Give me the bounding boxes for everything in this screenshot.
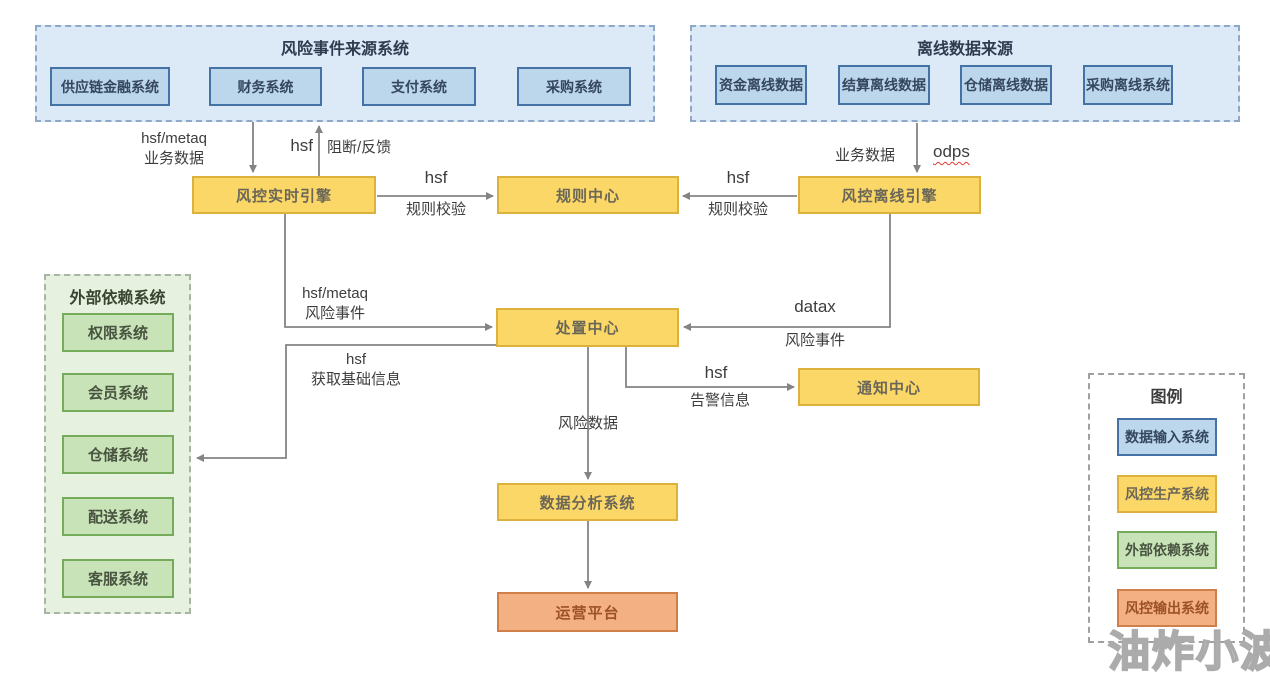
node-supply-chain-finance-system: 供应链金融系统 <box>50 67 170 106</box>
label-block-proto: hsf <box>290 136 313 155</box>
node-procurement-offline-system: 采购离线系统 <box>1083 65 1173 105</box>
watermark: 油炸小波 <box>1107 627 1270 674</box>
legend-item-external-dependency: 外部依赖系统 <box>1117 531 1217 569</box>
label-realtime-input-proto: hsf/metaq <box>141 130 207 147</box>
node-settlement-offline-data: 结算离线数据 <box>838 65 930 105</box>
label-disposal-notify-proto: hsf <box>704 363 728 382</box>
label-rt-disposal-proto: hsf/metaq <box>302 285 368 302</box>
legend-title: 图例 <box>1150 389 1183 406</box>
label-rt-disposal: hsf/metaq 风险事件 <box>283 284 387 324</box>
legend-panel: 图例 数据输入系统 风控生产系统 外部依赖系统 风控输出系统 <box>1088 373 1245 643</box>
panel-offline-data-sources: 离线数据来源 资金离线数据 结算离线数据 仓储离线数据 采购离线系统 <box>690 25 1240 122</box>
legend-item-risk-output: 风控输出系统 <box>1117 589 1217 627</box>
label-off-disposal-text: 风险事件 <box>784 332 845 349</box>
panel-risk-event-sources: 风险事件来源系统 供应链金融系统 财务系统 支付系统 采购系统 <box>35 25 655 122</box>
panel-offline-data-sources-title: 离线数据来源 <box>916 41 1013 58</box>
label-off-rule-proto: hsf <box>726 168 750 187</box>
node-customer-service-system: 客服系统 <box>62 559 174 598</box>
legend-item-risk-production: 风控生产系统 <box>1117 475 1217 513</box>
label-rt-disposal-text: 风险事件 <box>304 305 365 322</box>
label-disposal-ext: hsf 获取基础信息 <box>296 350 416 390</box>
panel-risk-event-sources-title: 风险事件来源系统 <box>280 41 409 58</box>
node-disposal-center: 处置中心 <box>496 308 679 347</box>
label-realtime-input-data: 业务数据 <box>143 150 204 167</box>
label-offline-input-proto: odps <box>933 142 970 161</box>
node-realtime-risk-engine: 风控实时引擎 <box>192 176 376 214</box>
node-procurement-system: 采购系统 <box>517 67 631 106</box>
node-warehouse-offline-data: 仓储离线数据 <box>960 65 1052 105</box>
label-off-rule-text: 规则校验 <box>707 201 768 218</box>
label-rt-rule-text: 规则校验 <box>405 201 466 218</box>
label-disposal-ext-proto: hsf <box>345 351 366 368</box>
label-off-disposal-proto: datax <box>794 297 836 316</box>
label-block-text: 阻断/反馈 <box>327 139 392 156</box>
node-notify-center: 通知中心 <box>798 368 980 406</box>
legend-item-data-input: 数据输入系统 <box>1117 418 1217 456</box>
label-disposal-ext-text: 获取基础信息 <box>310 371 401 388</box>
panel-external-dependencies: 外部依赖系统 权限系统 会员系统 仓储系统 配送系统 客服系统 <box>44 274 191 614</box>
node-funds-offline-data: 资金离线数据 <box>715 65 807 105</box>
node-data-analysis-system: 数据分析系统 <box>497 483 678 521</box>
label-offline-input-data: 业务数据 <box>835 147 896 164</box>
node-permission-system: 权限系统 <box>62 313 174 352</box>
node-member-system: 会员系统 <box>62 373 174 412</box>
label-rt-rule-proto: hsf <box>424 168 448 187</box>
node-rule-center: 规则中心 <box>497 176 679 214</box>
node-operations-platform: 运营平台 <box>497 592 678 632</box>
label-disposal-notify-text: 告警信息 <box>689 392 750 409</box>
label-realtime-input: hsf/metaq 业务数据 <box>118 129 230 169</box>
node-warehouse-system: 仓储系统 <box>62 435 174 474</box>
label-disposal-analysis-text: 风险数据 <box>557 415 618 432</box>
node-offline-risk-engine: 风控离线引擎 <box>798 176 981 214</box>
node-payment-system: 支付系统 <box>362 67 476 106</box>
panel-external-dependencies-title: 外部依赖系统 <box>69 290 166 307</box>
node-finance-system: 财务系统 <box>209 67 322 106</box>
node-delivery-system: 配送系统 <box>62 497 174 536</box>
